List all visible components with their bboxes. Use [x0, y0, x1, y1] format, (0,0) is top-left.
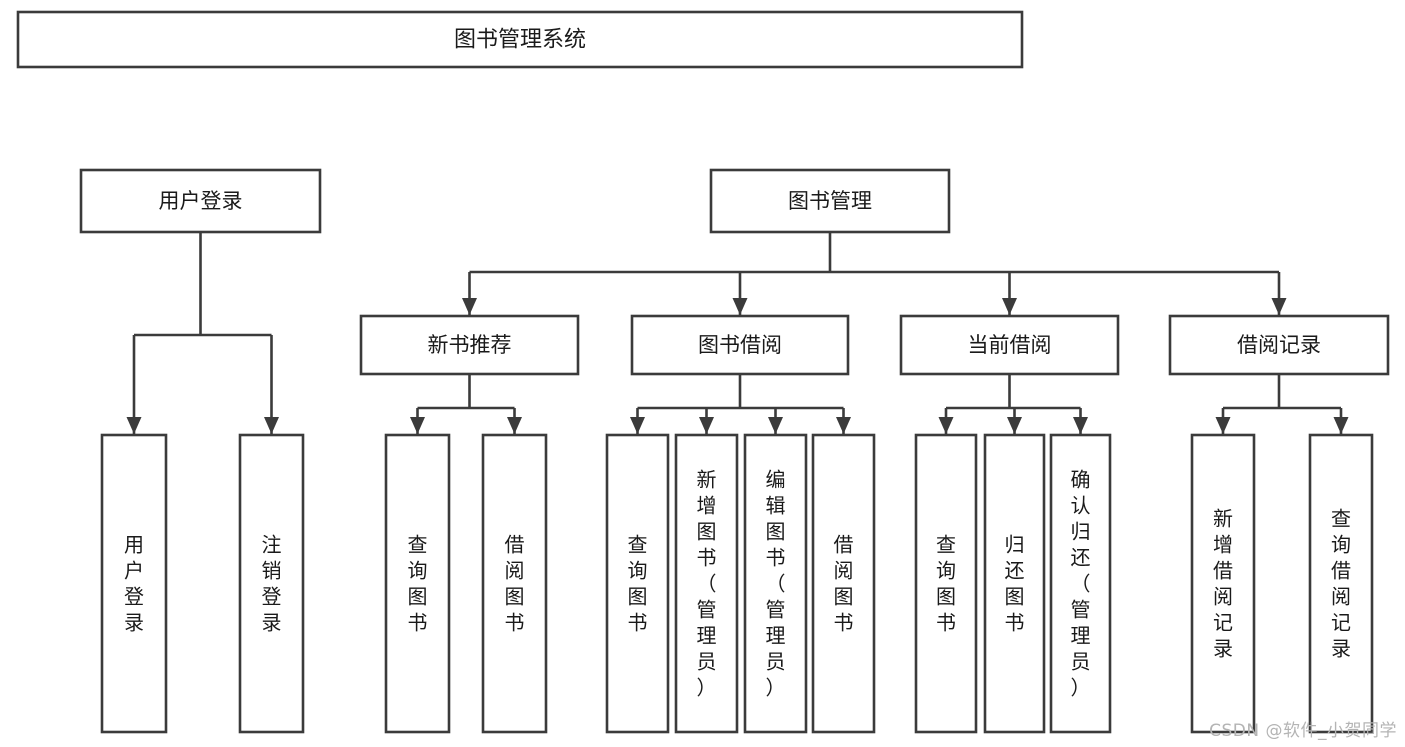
- node-cb-query-book[interactable]: 查询图书: [914, 433, 978, 734]
- node-box-bb-edit-book[interactable]: [743, 433, 808, 734]
- node-label-nbr-query-book: 查询图书: [408, 533, 428, 635]
- node-user-login-leaf[interactable]: 用户登录: [100, 433, 168, 734]
- watermark-text: CSDN @软件_小贺同学: [1209, 721, 1397, 741]
- arrowhead-icon: [1002, 298, 1017, 315]
- arrowhead-icon: [126, 417, 142, 434]
- arrowhead-icon: [1007, 417, 1022, 434]
- node-bb-borrow-book[interactable]: 借阅图书: [811, 433, 876, 734]
- node-label-bb-query-book: 查询图书: [628, 533, 648, 635]
- node-label-cb-query-book: 查询图书: [936, 533, 956, 635]
- arrowhead-icon: [410, 417, 425, 434]
- node-user-logout-leaf[interactable]: 注销登录: [238, 433, 305, 734]
- node-box-new-book-recommend[interactable]: [359, 314, 580, 376]
- node-book-management[interactable]: 图书管理: [709, 168, 951, 234]
- arrowhead-icon: [1073, 417, 1088, 434]
- node-br-add-record[interactable]: 新增借阅记录: [1190, 433, 1256, 734]
- node-bb-query-book[interactable]: 查询图书: [605, 433, 670, 734]
- node-book-borrow[interactable]: 图书借阅: [630, 314, 850, 376]
- node-current-borrow[interactable]: 当前借阅: [899, 314, 1120, 376]
- node-label-current-borrow: 当前借阅: [968, 333, 1052, 357]
- node-box-book-management[interactable]: [709, 168, 951, 234]
- node-box-cb-return-book[interactable]: [983, 433, 1046, 734]
- arrowhead-icon: [1333, 417, 1349, 434]
- node-cb-return-book[interactable]: 归还图书: [983, 433, 1046, 734]
- node-label-br-add-record: 新增借阅记录: [1213, 507, 1233, 661]
- node-label-user-login: 用户登录: [159, 189, 243, 213]
- node-box-bb-query-book[interactable]: [605, 433, 670, 734]
- arrowhead-icon: [836, 417, 851, 434]
- node-box-bb-borrow-book[interactable]: [811, 433, 876, 734]
- node-label-book-borrow: 图书借阅: [698, 333, 782, 357]
- node-box-cb-confirm-return[interactable]: [1049, 433, 1112, 734]
- node-bb-add-book[interactable]: 新增图书（管理员）: [674, 433, 739, 734]
- node-box-user-logout-leaf[interactable]: [238, 433, 305, 734]
- node-box-cb-query-book[interactable]: [914, 433, 978, 734]
- node-user-login[interactable]: 用户登录: [79, 168, 322, 234]
- node-label-bb-add-book: 新增图书（管理员）: [697, 468, 717, 700]
- node-box-user-login-leaf[interactable]: [100, 433, 168, 734]
- arrowhead-icon: [938, 417, 954, 434]
- node-label-cb-return-book: 归还图书: [1005, 533, 1025, 635]
- node-bb-edit-book[interactable]: 编辑图书（管理员）: [743, 433, 808, 734]
- node-label-new-book-recommend: 新书推荐: [428, 333, 512, 357]
- node-nbr-borrow-book[interactable]: 借阅图书: [481, 433, 548, 734]
- node-box-bb-add-book[interactable]: [674, 433, 739, 734]
- node-box-user-login[interactable]: [79, 168, 322, 234]
- connectors-layer: [126, 232, 1349, 434]
- arrowhead-icon: [1215, 417, 1231, 434]
- node-root[interactable]: 图书管理系统: [16, 10, 1024, 69]
- arrowhead-icon: [462, 298, 477, 315]
- node-box-br-add-record[interactable]: [1190, 433, 1256, 734]
- node-box-current-borrow[interactable]: [899, 314, 1120, 376]
- node-label-bb-borrow-book: 借阅图书: [834, 533, 854, 635]
- node-box-br-query-record[interactable]: [1308, 433, 1374, 734]
- arrowhead-icon: [732, 298, 748, 315]
- node-label-root: 图书管理系统: [454, 28, 586, 53]
- arrowhead-icon: [768, 417, 783, 434]
- arrowhead-icon: [699, 417, 714, 434]
- arrowhead-icon: [264, 417, 279, 434]
- node-borrow-record[interactable]: 借阅记录: [1168, 314, 1390, 376]
- node-label-nbr-borrow-book: 借阅图书: [505, 533, 525, 635]
- node-label-borrow-record: 借阅记录: [1237, 333, 1321, 357]
- node-box-book-borrow[interactable]: [630, 314, 850, 376]
- node-nbr-query-book[interactable]: 查询图书: [384, 433, 451, 734]
- node-label-book-management: 图书管理: [788, 189, 872, 213]
- nodes-layer: 图书管理系统用户登录图书管理新书推荐图书借阅当前借阅借阅记录用户登录注销登录查询…: [16, 10, 1390, 734]
- node-br-query-record[interactable]: 查询借阅记录: [1308, 433, 1374, 734]
- node-label-cb-confirm-return: 确认归还（管理员）: [1071, 468, 1091, 700]
- node-label-user-logout-leaf: 注销登录: [262, 533, 282, 635]
- node-box-nbr-borrow-book[interactable]: [481, 433, 548, 734]
- node-label-br-query-record: 查询借阅记录: [1331, 507, 1351, 661]
- node-label-bb-edit-book: 编辑图书（管理员）: [766, 468, 786, 700]
- node-new-book-recommend[interactable]: 新书推荐: [359, 314, 580, 376]
- arrowhead-icon: [630, 417, 645, 434]
- arrowhead-icon: [507, 417, 522, 434]
- arrowhead-icon: [1271, 298, 1287, 315]
- node-box-nbr-query-book[interactable]: [384, 433, 451, 734]
- node-cb-confirm-return[interactable]: 确认归还（管理员）: [1049, 433, 1112, 734]
- node-box-root[interactable]: [16, 10, 1024, 69]
- node-label-user-login-leaf: 用户登录: [124, 533, 144, 635]
- node-box-borrow-record[interactable]: [1168, 314, 1390, 376]
